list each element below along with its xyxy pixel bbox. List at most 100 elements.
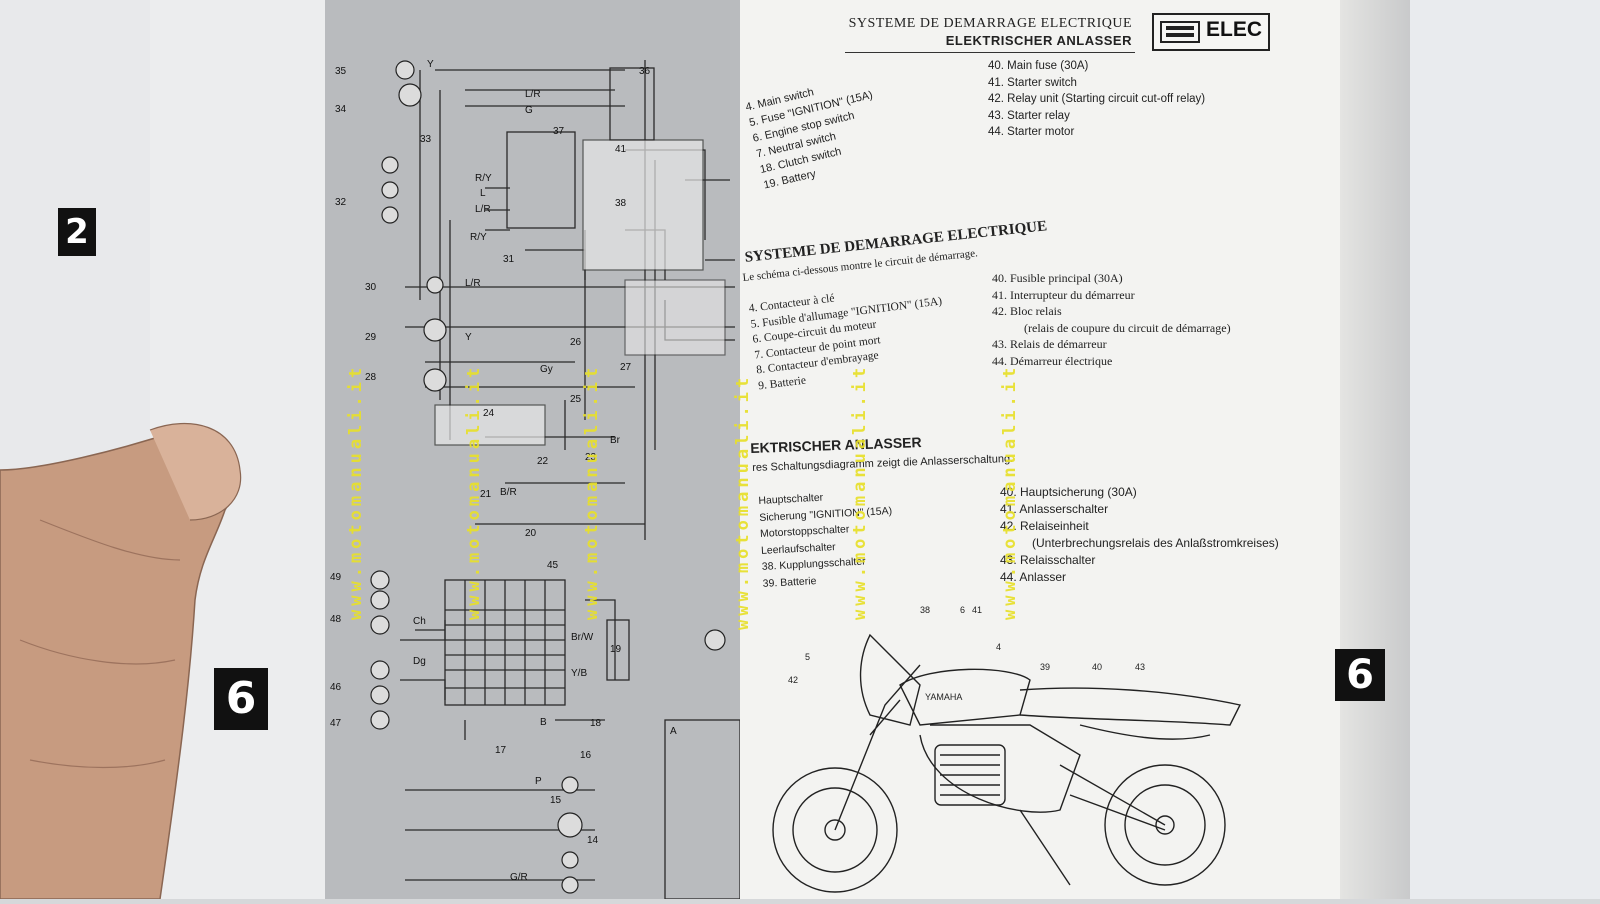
watermark-text: www.motomanuali.it bbox=[346, 363, 366, 620]
hand-holding-book bbox=[0, 422, 242, 899]
diagram-label: 46 bbox=[330, 682, 342, 693]
diagram-label: B/R bbox=[500, 487, 517, 498]
background-right bbox=[1410, 0, 1600, 899]
list-item: 41. Anlasserschalter bbox=[1000, 502, 1109, 516]
bike-callout: 41 bbox=[972, 605, 982, 615]
diagram-label: Ch bbox=[413, 616, 426, 627]
bike-callout: 39 bbox=[1040, 662, 1050, 672]
battery-icon bbox=[1160, 21, 1200, 43]
diagram-label: 19 bbox=[610, 644, 622, 655]
header-title-fr: SYSTEME DE DEMARRAGE ELECTRIQUE bbox=[848, 16, 1132, 31]
list-item: 44. Starter motor bbox=[988, 126, 1075, 138]
diagram-label: 41 bbox=[615, 144, 627, 155]
diagram-label: 21 bbox=[480, 489, 492, 500]
diagram-label: 23 bbox=[585, 452, 597, 463]
diagram-label: 26 bbox=[570, 337, 582, 348]
diagram-label: L bbox=[480, 188, 486, 199]
diagram-label: A bbox=[670, 726, 677, 737]
list-item: (Unterbrechungsrelais des Anlaßstromkrei… bbox=[1032, 536, 1279, 550]
header-rule bbox=[845, 52, 1135, 53]
diagram-label: 30 bbox=[365, 282, 377, 293]
list-item: 40. Hauptsicherung (30A) bbox=[1000, 485, 1137, 499]
diagram-label: R/Y bbox=[470, 232, 487, 243]
diagram-label: L/R bbox=[465, 278, 481, 289]
watermark-text: www.motomanuali.it bbox=[464, 363, 484, 620]
section-tab-right: 6 bbox=[1335, 649, 1385, 701]
diagram-label: 49 bbox=[330, 572, 342, 583]
list-item: 42. Relay unit (Starting circuit cut-off… bbox=[988, 93, 1206, 105]
french-right-list: 40. Fusible principal (30A) 41. Interrup… bbox=[992, 270, 1231, 369]
diagram-label: P bbox=[535, 776, 542, 787]
diagram-label: 36 bbox=[639, 66, 651, 77]
list-item: 40. Fusible principal (30A) bbox=[992, 271, 1123, 285]
list-item: 41. Interrupteur du démarreur bbox=[992, 287, 1135, 302]
german-right-list: 40. Hauptsicherung (30A) 41. Anlassersch… bbox=[1000, 484, 1279, 586]
diagram-label: 14 bbox=[587, 835, 599, 846]
right-page bbox=[740, 0, 1340, 899]
diagram-label: 37 bbox=[553, 126, 565, 137]
header-title-de: ELEKTRISCHER ANLASSER bbox=[945, 33, 1132, 48]
diagram-label: 24 bbox=[483, 408, 495, 419]
diagram-label: 18 bbox=[590, 718, 602, 729]
watermark-text: www.motomanuali.it bbox=[582, 363, 602, 620]
diagram-label: 35 bbox=[335, 66, 347, 77]
diagram-label: 31 bbox=[503, 254, 515, 265]
diagram-label: B bbox=[540, 717, 547, 728]
list-item: 43. Starter relay bbox=[988, 109, 1070, 122]
list-item: 42. Bloc relais bbox=[992, 304, 1062, 318]
german-left-list: Hauptschalter Sicherung "IGNITION" (15A)… bbox=[758, 486, 896, 592]
diagram-label: Y bbox=[465, 332, 472, 343]
english-right-list: 40. Main fuse (30A) 41. Starter switch 4… bbox=[988, 58, 1205, 141]
watermark-text: www.motomanuali.it bbox=[1000, 363, 1020, 620]
wiring-diagram-svg: 35 34 33 32 31 30 29 28 27 26 25 24 23 2… bbox=[330, 59, 741, 900]
bike-callout: 43 bbox=[1135, 662, 1145, 672]
diagram-label: Br bbox=[610, 435, 621, 446]
diagram-label: 47 bbox=[330, 718, 342, 729]
list-item: 43. Relaisschalter bbox=[1000, 553, 1096, 567]
list-item: 41. Starter switch bbox=[988, 76, 1077, 89]
watermark-text: www.motomanuali.it bbox=[733, 373, 753, 630]
diagram-label: Br/W bbox=[571, 632, 594, 643]
list-item: (relais de coupure du circuit de démarra… bbox=[1024, 320, 1231, 335]
diagram-label: R/Y bbox=[475, 173, 492, 184]
diagram-label: 32 bbox=[335, 197, 347, 208]
list-item: 42. Relaiseinheit bbox=[1000, 519, 1089, 533]
diagram-label: 28 bbox=[365, 372, 377, 383]
diagram-label: 25 bbox=[570, 394, 582, 405]
diagram-label: 45 bbox=[547, 560, 559, 571]
diagram-label: L/R bbox=[525, 89, 541, 100]
page-stack-edge bbox=[1340, 0, 1410, 899]
bike-callout: 42 bbox=[788, 675, 798, 685]
diagram-label: 16 bbox=[580, 750, 592, 761]
diagram-label: 27 bbox=[620, 362, 632, 373]
elec-badge-label: ELEC bbox=[1206, 18, 1263, 41]
bike-brand-text: YAMAHA bbox=[925, 692, 962, 702]
diagram-label: Dg bbox=[413, 656, 426, 667]
diagram-label: Y bbox=[427, 59, 434, 70]
diagram-label: 38 bbox=[615, 198, 627, 209]
diagram-label: 29 bbox=[365, 332, 377, 343]
list-item: 44. Anlasser bbox=[1000, 570, 1067, 584]
diagram-label: 20 bbox=[525, 528, 537, 539]
diagram-label: L/R bbox=[475, 204, 491, 215]
diagram-label: G/R bbox=[510, 872, 528, 883]
bike-callout: 6 bbox=[960, 605, 965, 615]
bike-callout: 5 bbox=[805, 652, 810, 662]
list-item: 43. Relais de démarreur bbox=[992, 337, 1107, 351]
watermark-text: www.motomanuali.it bbox=[850, 363, 870, 620]
list-item: 40. Main fuse (30A) bbox=[988, 60, 1089, 72]
diagram-label: 17 bbox=[495, 745, 507, 756]
list-item: 44. Démarreur électrique bbox=[992, 353, 1113, 368]
bike-callout: 4 bbox=[996, 642, 1001, 652]
motorcycle-illustration: YAMAHA 38 6 41 4 5 42 39 40 43 bbox=[772, 605, 1242, 893]
diagram-label: G bbox=[525, 105, 533, 116]
section-tab-2: 2 bbox=[58, 208, 96, 256]
elec-badge: ELEC bbox=[1152, 13, 1270, 51]
diagram-label: 15 bbox=[550, 795, 562, 806]
diagram-label: 48 bbox=[330, 614, 342, 625]
diagram-label: Y/B bbox=[571, 668, 587, 679]
section-tab-left: 6 bbox=[214, 668, 268, 730]
wiring-diagram: 35 34 33 32 31 30 29 28 27 26 25 24 23 2… bbox=[325, 0, 741, 900]
bike-callout: 38 bbox=[920, 605, 930, 615]
